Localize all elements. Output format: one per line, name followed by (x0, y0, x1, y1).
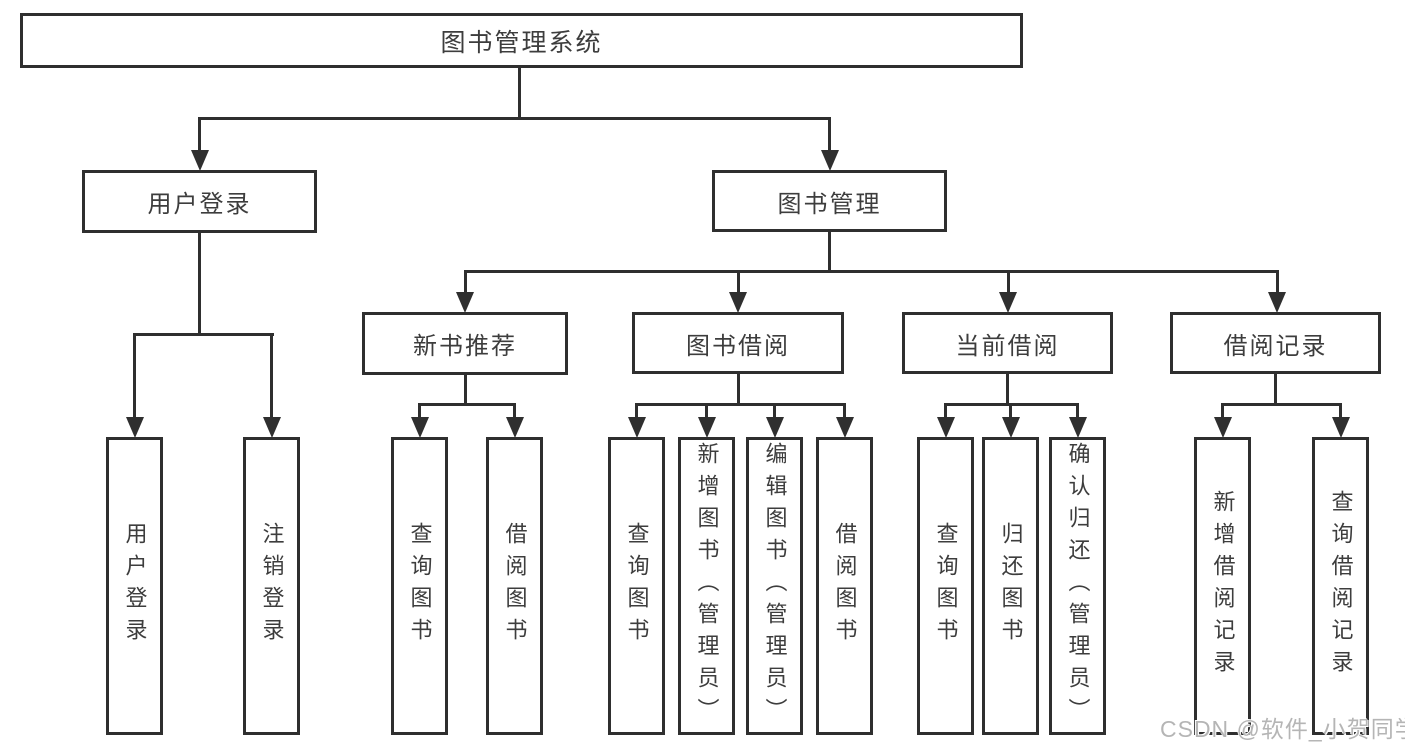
connector-vline (1076, 403, 1079, 419)
arrow-down-icon (190, 150, 209, 171)
node-book-borrowing: 图书借阅 (632, 312, 844, 374)
connector-vline (1339, 403, 1342, 419)
node-label: 查询借阅记录 (1328, 490, 1354, 682)
arrow-down-icon (1068, 417, 1087, 438)
arrow-down-icon (1213, 417, 1232, 438)
node-label: 注销登录 (259, 522, 285, 650)
arrow-down-icon (1268, 292, 1286, 313)
arrow-down-icon (729, 292, 747, 313)
node-label: 新增图书（管理员） (694, 442, 720, 730)
leaf-query-books-current: 查询图书 (917, 437, 974, 735)
node-label: 借阅图书 (832, 522, 858, 650)
connector-vline (828, 117, 831, 153)
node-label: 当前借阅 (955, 332, 1060, 360)
arrow-down-icon (262, 417, 281, 438)
node-label: 确认归还（管理员） (1065, 442, 1091, 730)
connector-vline (1274, 374, 1277, 406)
node-label: 归还图书 (998, 522, 1024, 650)
connector-vline (1009, 403, 1012, 419)
node-user-login-branch: 用户登录 (82, 170, 317, 233)
arrow-down-icon (410, 417, 429, 438)
connector-vline (736, 270, 740, 294)
node-label: 查询图书 (933, 522, 959, 650)
connector-vline (773, 403, 776, 419)
leaf-return-books: 归还图书 (982, 437, 1039, 735)
connector-vline (133, 333, 136, 419)
node-book-management-branch: 图书管理 (712, 170, 947, 232)
connector-vline (1221, 403, 1224, 419)
node-label: 用户登录 (147, 191, 252, 218)
node-label: 借阅图书 (502, 522, 528, 650)
connector-hline (635, 403, 846, 406)
arrow-down-icon (820, 150, 839, 171)
node-borrowing-records: 借阅记录 (1170, 312, 1381, 374)
arrow-down-icon (1331, 417, 1350, 438)
arrow-down-icon (999, 292, 1017, 313)
node-label: 编辑图书（管理员） (762, 442, 788, 730)
connector-vline (944, 403, 947, 419)
connector-vline (463, 374, 467, 406)
leaf-query-borrow-record: 查询借阅记录 (1312, 437, 1369, 735)
node-label: 用户登录 (122, 522, 148, 650)
node-label: 图书借阅 (686, 332, 790, 360)
leaf-add-book-admin: 新增图书（管理员） (678, 437, 735, 735)
connector-vline (828, 232, 831, 272)
arrow-down-icon (456, 292, 474, 313)
connector-hline (1221, 403, 1342, 406)
connector-vline (705, 403, 708, 419)
leaf-query-books-recommend: 查询图书 (391, 437, 448, 735)
node-library-management-system: 图书管理系统 (20, 13, 1023, 68)
connector-vline (463, 270, 467, 294)
connector-hline (133, 333, 274, 336)
arrow-down-icon (125, 417, 144, 438)
connector-hline (418, 403, 516, 406)
leaf-user-login: 用户登录 (106, 437, 163, 735)
node-label: 查询图书 (407, 522, 433, 650)
leaf-borrow-books-recommend: 借阅图书 (486, 437, 543, 735)
node-label: 借阅记录 (1223, 332, 1328, 360)
arrow-down-icon (835, 417, 854, 438)
leaf-borrow-books-borrowing: 借阅图书 (816, 437, 873, 735)
leaf-query-books-borrowing: 查询图书 (608, 437, 665, 735)
connector-vline (270, 333, 273, 419)
connector-vline (198, 233, 201, 335)
connector-vline (418, 403, 421, 419)
connector-vline (518, 68, 521, 118)
connector-hline (198, 117, 831, 120)
node-current-borrowing: 当前借阅 (902, 312, 1113, 374)
arrow-down-icon (936, 417, 955, 438)
node-label: 新增借阅记录 (1210, 490, 1236, 682)
connector-vline (1006, 374, 1009, 406)
connector-hline (464, 270, 1279, 273)
node-label: 查询图书 (624, 522, 650, 650)
connector-vline (1275, 270, 1279, 294)
connector-vline (1006, 270, 1010, 294)
leaf-logout: 注销登录 (243, 437, 300, 735)
connector-vline (198, 117, 201, 153)
node-label: 新书推荐 (413, 333, 517, 360)
arrow-down-icon (765, 417, 784, 438)
watermark: CSDN @软件_小贺同学 (1160, 716, 1405, 742)
node-label: 图书管理系统 (440, 28, 603, 57)
arrow-down-icon (627, 417, 646, 438)
connector-vline (843, 403, 846, 419)
leaf-add-borrow-record: 新增借阅记录 (1194, 437, 1251, 735)
connector-vline (635, 403, 638, 419)
arrow-down-icon (697, 417, 716, 438)
arrow-down-icon (505, 417, 524, 438)
leaf-edit-book-admin: 编辑图书（管理员） (746, 437, 803, 735)
leaf-confirm-return-admin: 确认归还（管理员） (1049, 437, 1106, 735)
arrow-down-icon (1001, 417, 1020, 438)
connector-vline (736, 374, 740, 406)
node-label: 图书管理 (777, 190, 882, 218)
connector-vline (513, 403, 516, 419)
node-new-book-recommend: 新书推荐 (362, 312, 568, 375)
